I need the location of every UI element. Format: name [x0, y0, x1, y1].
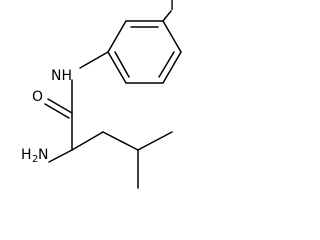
- alpha-amine-bond: [48, 149, 73, 163]
- benzene-ring: [107, 20, 182, 84]
- alpha-ch2-bond: [71, 131, 104, 151]
- amide-nh-label: NH: [51, 68, 72, 84]
- iodine-label: I: [170, 0, 174, 14]
- ring-n-bond: [79, 51, 109, 69]
- chemical-structure-diagram: I NH O H 2 N: [21, 0, 182, 189]
- ch2-ch-bond: [102, 131, 139, 151]
- ch-methyl-bond-1: [137, 131, 173, 151]
- amine-n-label: N: [38, 147, 48, 163]
- amine-subscript-label: 2: [32, 154, 38, 165]
- carbonyl-oxygen-label: O: [32, 89, 43, 105]
- ring-bond-6: [107, 20, 127, 53]
- carbonyl-double-bond-2: [44, 103, 70, 119]
- amine-h-label: H: [21, 147, 32, 163]
- ring-double-bond-b: [158, 51, 175, 78]
- ring-bond-5: [107, 51, 127, 84]
- ring-bond-2: [162, 20, 182, 53]
- carbonyl-double-bond-1: [47, 98, 73, 114]
- ring-double-bond-c: [114, 51, 130, 78]
- c-i-bond: [162, 10, 172, 22]
- ring-bond-3: [162, 51, 182, 84]
